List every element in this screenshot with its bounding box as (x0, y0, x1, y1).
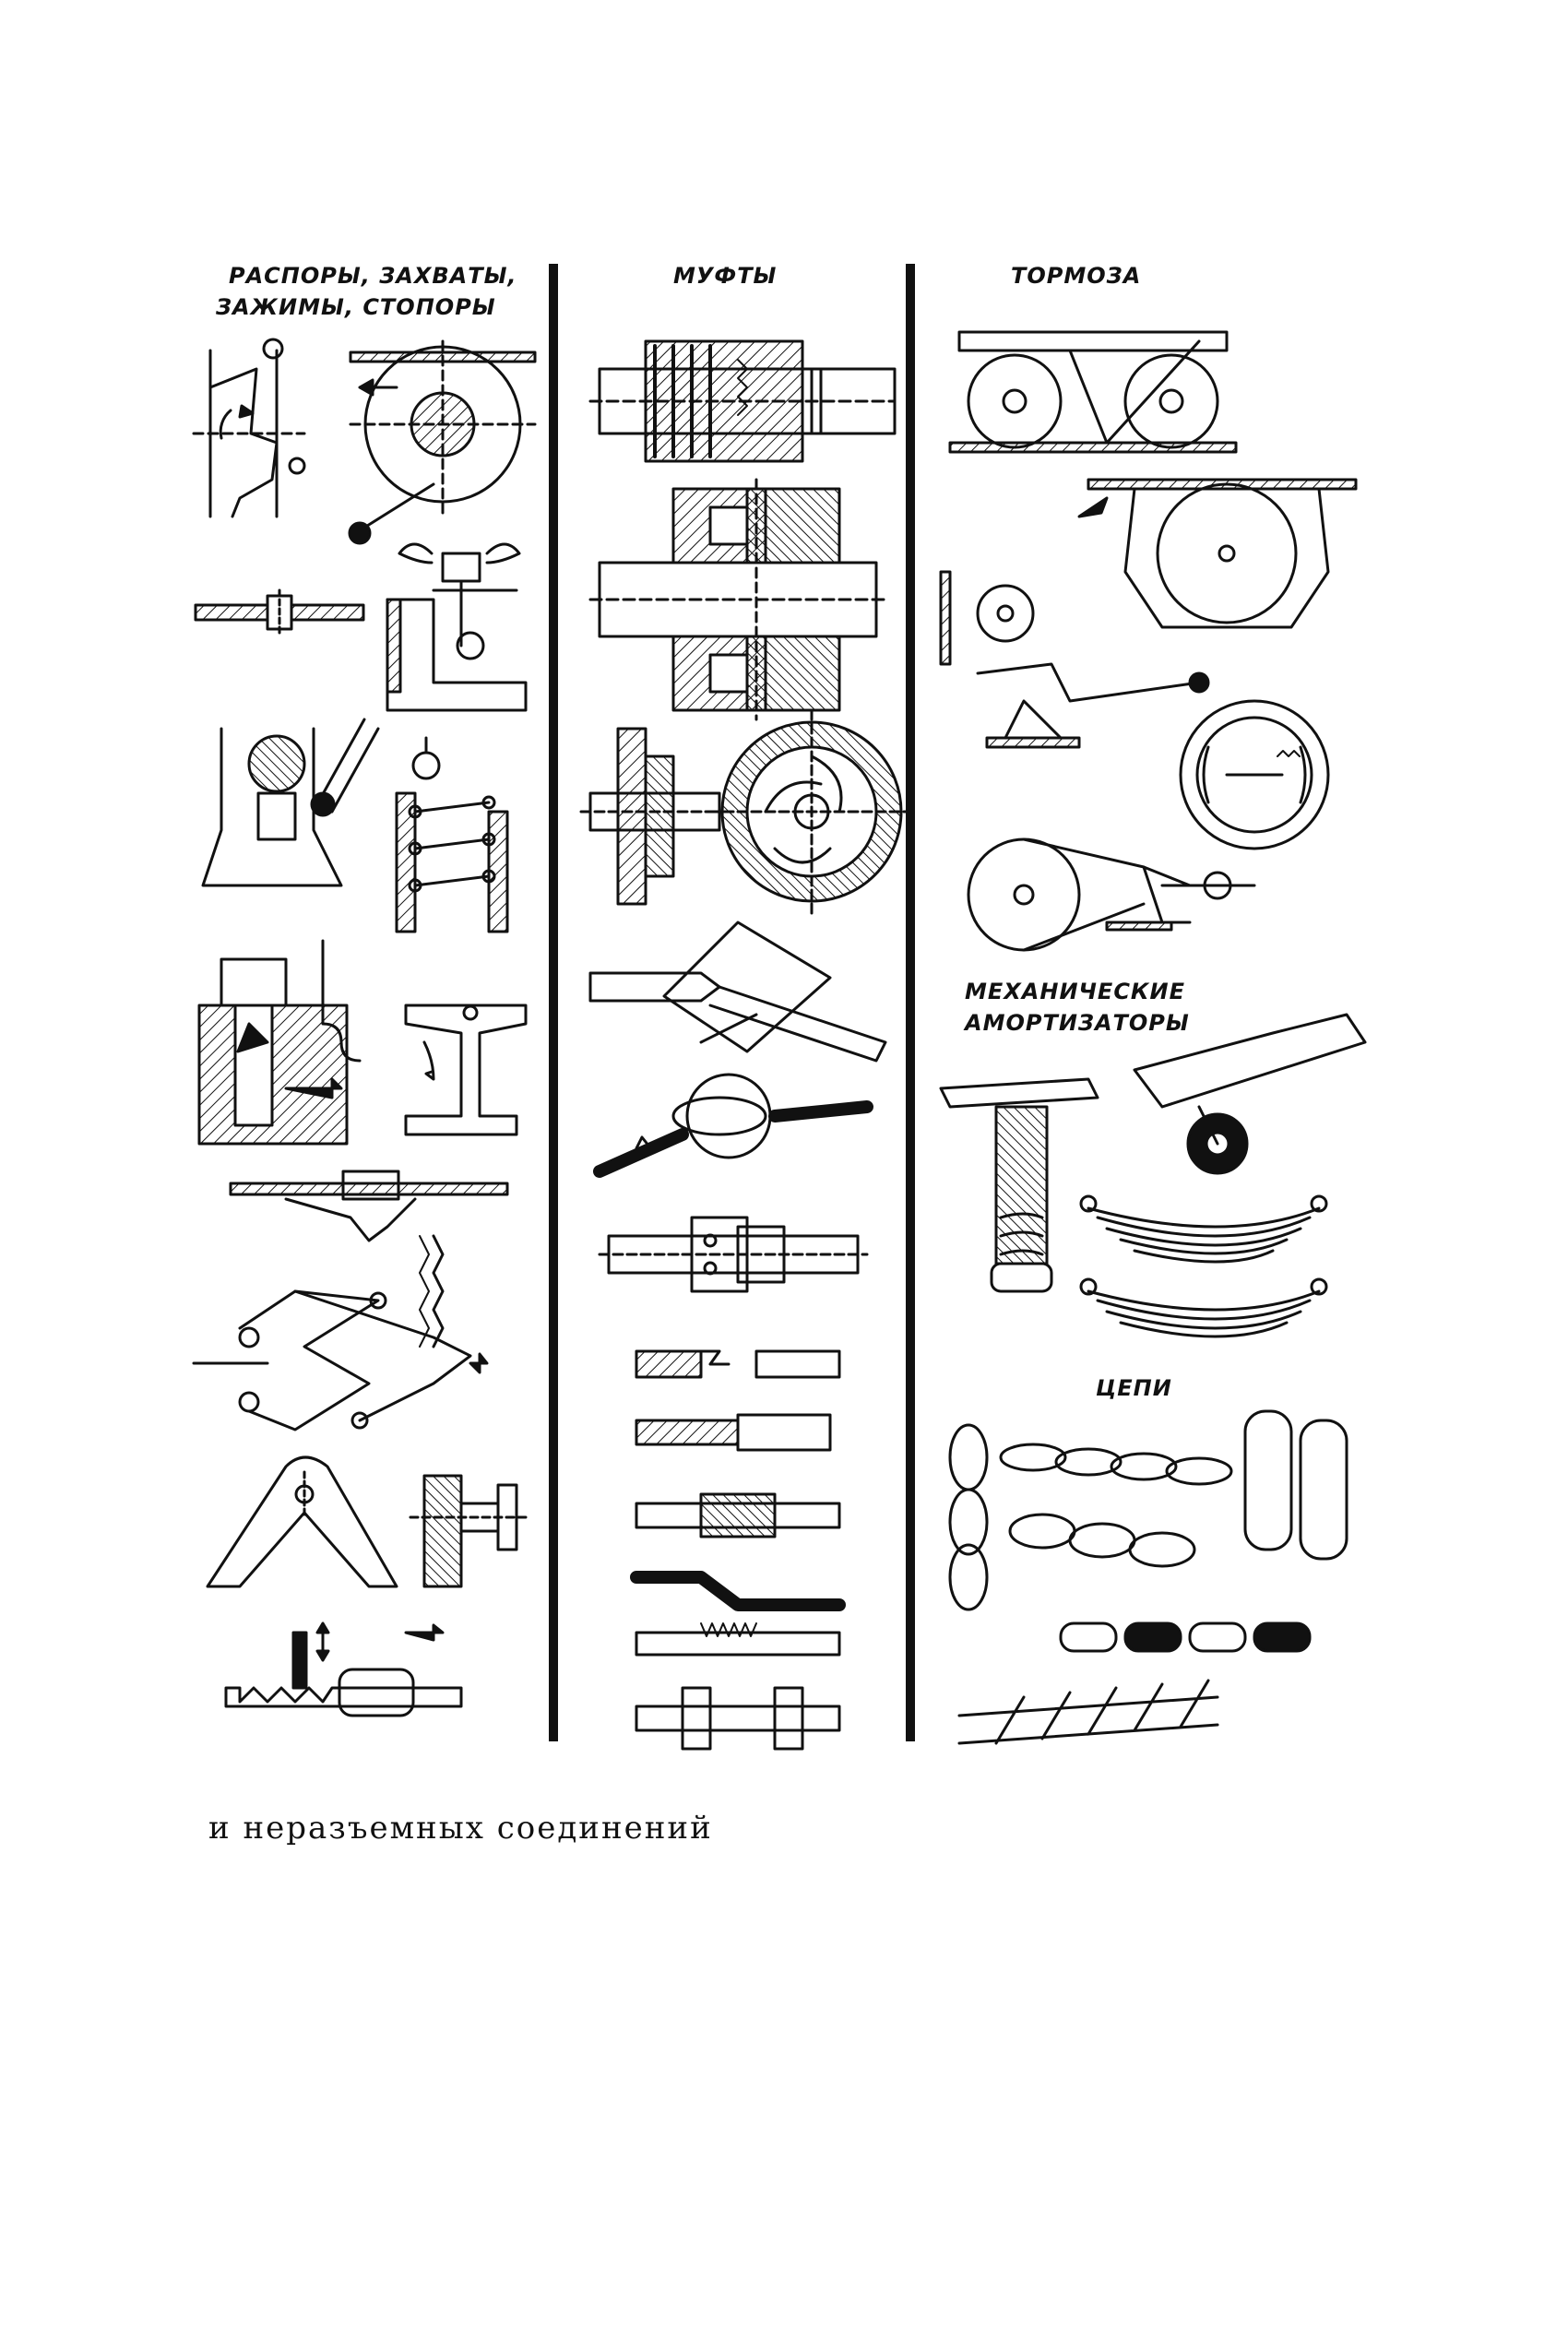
friction-disc-front-drawing (710, 710, 913, 913)
heading-line: МЕХАНИЧЕСКИЕ (965, 979, 1186, 1004)
spring-clutch-drawing (590, 341, 895, 461)
cardan-joint-drawing (600, 1075, 867, 1171)
page-caption: и неразъемных соединений (208, 1810, 713, 1847)
rack-pawl-drawing (226, 1623, 461, 1716)
knurled-screw-drawing (410, 1476, 526, 1586)
heading-line: МУФТЫ (673, 263, 778, 289)
eccentric-clamp-drawing (350, 341, 535, 543)
rail-clamp-drawing (406, 1005, 526, 1134)
column-divider-left (549, 264, 558, 1741)
spring-mount-drawing (941, 1079, 1098, 1291)
spring-link-clamp-drawing (397, 738, 507, 932)
flange-coupling-drawing (590, 480, 885, 719)
internal-shoe-brake-drawing (1181, 701, 1328, 849)
band-lever-brake-drawing (968, 839, 1254, 950)
caster-wheel-drawing (1134, 1015, 1365, 1173)
hold-down-clamp-drawing (199, 941, 360, 1144)
ball-lever-stop-drawing (203, 719, 378, 885)
leaf-spring-drawing (1081, 1196, 1326, 1336)
band-drum-brake-drawing (1079, 480, 1356, 627)
friction-disc-side-drawing (581, 729, 729, 904)
shaft-joints-drawings (636, 1351, 839, 1749)
heading-couplings: МУФТЫ (673, 260, 777, 291)
ratchet-stop-drawing (194, 339, 304, 517)
plate-lifting-hook-drawing (231, 1171, 507, 1347)
a-frame-bracket-drawing (208, 1457, 397, 1586)
riveted-plate-drawing (196, 590, 363, 636)
chains-drawing (950, 1411, 1347, 1743)
heading-line: ЗАЖИМЫ, СТОПОРЫ (216, 294, 496, 320)
universal-joint-drawing (590, 922, 885, 1061)
heading-chains: ЦЕПИ (1096, 1372, 1172, 1404)
heading-line: ЦЕПИ (1096, 1375, 1172, 1401)
heading-shock-absorbers: МЕХАНИЧЕСКИЕ АМОРТИЗАТОРЫ (965, 976, 1190, 1039)
lever-shoe-brake-drawing (941, 572, 1208, 747)
heading-line: РАСПОРЫ, ЗАХВАТЫ, (229, 263, 517, 289)
column-divider-right (906, 264, 915, 1741)
split-shaft-coupling-drawing (600, 1218, 867, 1291)
heading-brakes: ТОРМОЗА (1011, 260, 1141, 291)
wheel-shoe-brake-drawing (950, 332, 1236, 452)
heading-line: АМОРТИЗАТОРЫ (965, 1010, 1190, 1036)
wing-nut-clamp-drawing (387, 544, 526, 710)
heading-line: ТОРМОЗА (1011, 263, 1142, 289)
heading-clamps: РАСПОРЫ, ЗАХВАТЫ, ЗАЖИМЫ, СТОПОРЫ (216, 260, 517, 323)
sheet-lifting-tongs-drawing (194, 1291, 487, 1430)
